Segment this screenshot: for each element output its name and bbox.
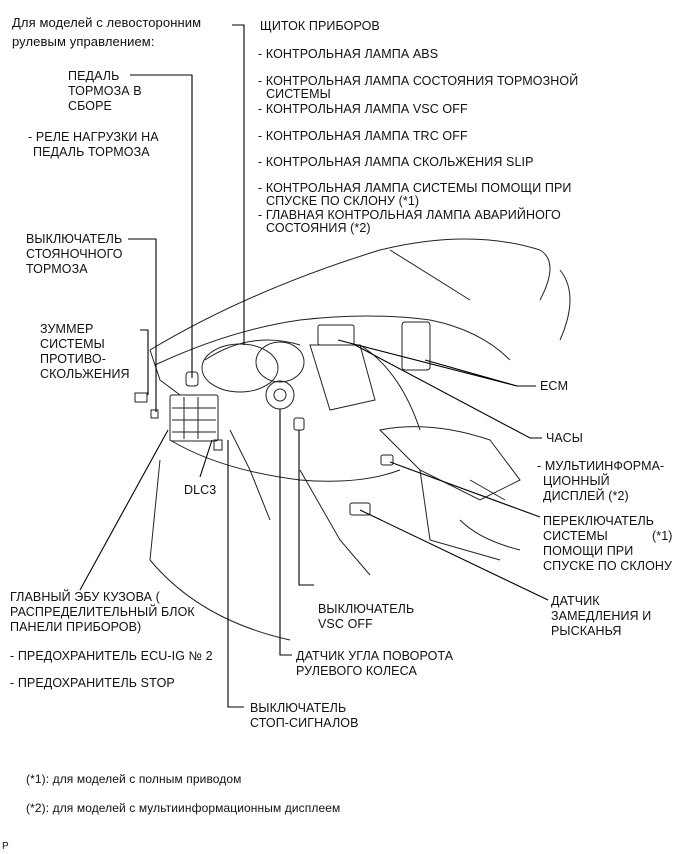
yaw-sensor-label: РЫСКАНЬЯ xyxy=(551,624,622,638)
stop-switch-label: СТОП-СИГНАЛОВ xyxy=(250,716,359,730)
brake-pedal-label: СБОРЕ xyxy=(68,99,112,113)
cluster-item: - КОНТРОЛЬНАЯ ЛАМПА СИСТЕМЫ ПОМОЩИ ПРИ xyxy=(258,181,572,195)
brake-pedal-label: ПЕДАЛЬ xyxy=(68,69,120,83)
multi-display-label: - МУЛЬТИИНФОРМА- xyxy=(537,459,665,473)
multi-display-label: ЦИОННЫЙ xyxy=(543,474,610,488)
cluster-item: СОСТОЯНИЯ (*2) xyxy=(266,221,371,235)
vsc-switch-label: ВЫКЛЮЧАТЕЛЬ xyxy=(318,602,415,616)
cluster-title: ЩИТОК ПРИБОРОВ xyxy=(260,19,380,33)
corner-mark: P xyxy=(2,841,9,852)
fuse-ecu-ig-label: - ПРЕДОХРАНИТЕЛЬ ECU-IG № 2 xyxy=(10,649,213,663)
clock-label: ЧАСЫ xyxy=(546,431,583,445)
fuse-stop-label: - ПРЕДОХРАНИТЕЛЬ STOP xyxy=(10,676,175,690)
footnote-2: (*2): для моделей с мультиинформационным… xyxy=(26,801,341,815)
parking-switch-label: ВЫКЛЮЧАТЕЛЬ xyxy=(26,232,123,246)
downhill-switch-label: ПЕРЕКЛЮЧАТЕЛЬ xyxy=(543,514,655,528)
cluster-item: - КОНТРОЛЬНАЯ ЛАМПА TRC OFF xyxy=(258,129,468,143)
buzzer-label: СКОЛЬЖЕНИЯ xyxy=(40,367,130,381)
buzzer-label: СИСТЕМЫ xyxy=(40,337,105,351)
cluster-item: - КОНТРОЛЬНАЯ ЛАМПА СКОЛЬЖЕНИЯ SLIP xyxy=(258,155,534,169)
yaw-sensor-label: ЗАМЕДЛЕНИЯ И xyxy=(551,609,652,623)
vsc-switch-label: VSC OFF xyxy=(318,617,373,631)
header-line-2: рулевым управлением: xyxy=(12,34,155,49)
cluster-item: - КОНТРОЛЬНАЯ ЛАМПА СОСТОЯНИЯ ТОРМОЗНОЙ xyxy=(258,74,579,88)
ecm-label: ECM xyxy=(540,379,569,393)
yaw-sensor-label: ДАТЧИК xyxy=(551,594,600,608)
relay-label: ПЕДАЛЬ ТОРМОЗА xyxy=(33,145,150,159)
buzzer-label: ПРОТИВО- xyxy=(40,352,106,366)
parking-switch-label: СТОЯНОЧНОГО xyxy=(26,247,123,261)
downhill-switch-note: (*1) xyxy=(652,529,673,543)
parking-switch-label: ТОРМОЗА xyxy=(26,262,88,276)
cluster-item: СПУСКЕ ПО СКЛОНУ (*1) xyxy=(266,194,420,208)
relay-label: - РЕЛЕ НАГРУЗКИ НА xyxy=(28,130,159,144)
cluster-item: СИСТЕМЫ xyxy=(266,87,331,101)
body-ecu-label: РАСПРЕДЕЛИТЕЛЬНЫЙ БЛОК xyxy=(10,605,195,619)
footnote-1: (*1): для моделей с полным приводом xyxy=(26,772,242,786)
downhill-switch-label: ПОМОЩИ ПРИ xyxy=(543,544,634,558)
cluster-item: - ГЛАВНАЯ КОНТРОЛЬНАЯ ЛАМПА АВАРИЙНОГО xyxy=(258,208,561,222)
steering-sensor-label: РУЛЕВОГО КОЛЕСА xyxy=(296,664,417,678)
cluster-item: - КОНТРОЛЬНАЯ ЛАМПА ABS xyxy=(258,47,439,61)
dlc3-label: DLC3 xyxy=(184,483,217,497)
brake-pedal-label: ТОРМОЗА В xyxy=(68,84,142,98)
downhill-switch-label: СИСТЕМЫ xyxy=(543,529,608,543)
stop-switch-label: ВЫКЛЮЧАТЕЛЬ xyxy=(250,701,347,715)
buzzer-label: ЗУММЕР xyxy=(40,322,94,336)
body-ecu-label: ПАНЕЛИ ПРИБОРОВ) xyxy=(10,620,142,634)
multi-display-label: ДИСПЛЕЙ (*2) xyxy=(543,489,629,503)
body-ecu-label: ГЛАВНЫЙ ЭБУ КУЗОВА ( xyxy=(10,590,160,604)
cluster-item: - КОНТРОЛЬНАЯ ЛАМПА VSC OFF xyxy=(258,102,468,116)
header-line-1: Для моделей с левосторонним xyxy=(12,15,202,30)
steering-sensor-label: ДАТЧИК УГЛА ПОВОРОТА xyxy=(296,649,454,663)
downhill-switch-label: СПУСКЕ ПО СКЛОНУ xyxy=(543,559,673,573)
